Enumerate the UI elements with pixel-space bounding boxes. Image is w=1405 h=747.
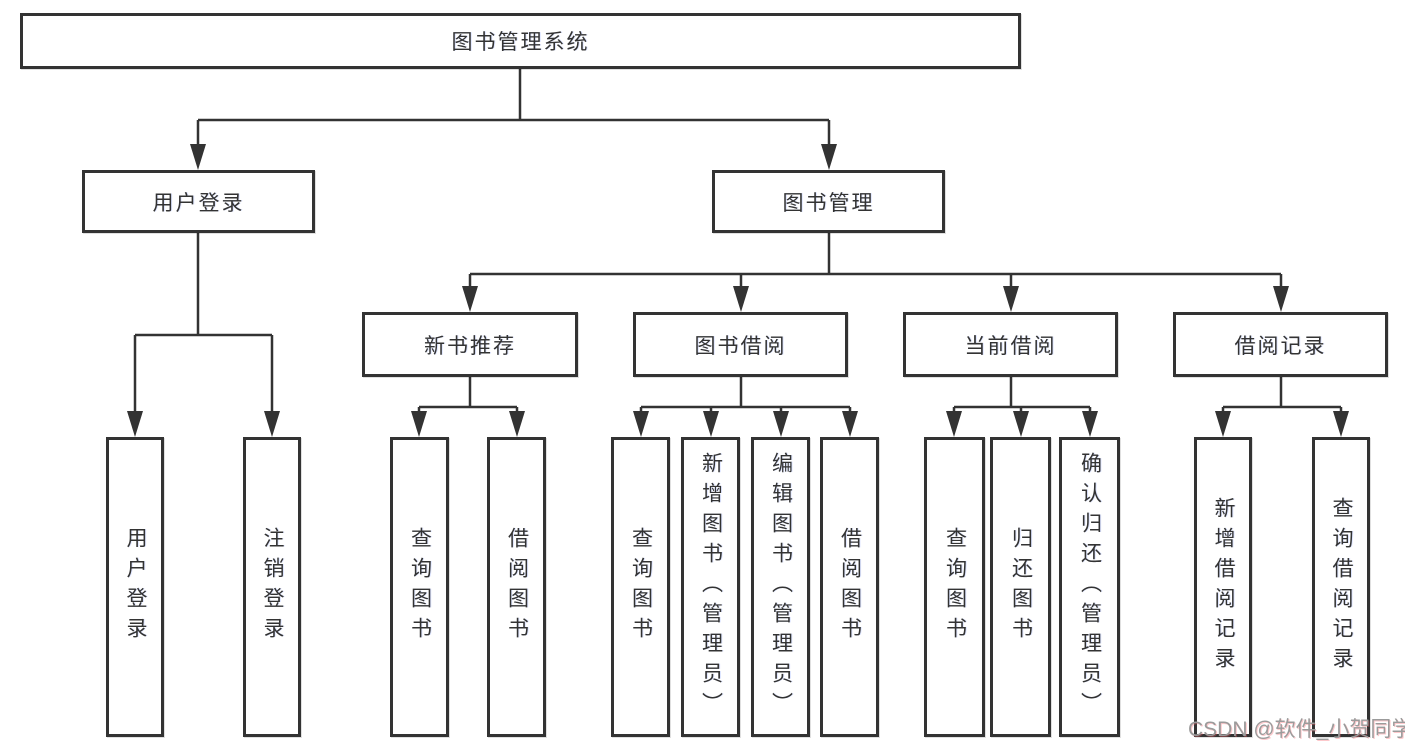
node-label: 归还图书 — [1009, 527, 1033, 647]
node-root-system: 图书管理系统 — [20, 13, 1021, 69]
leaf-borrow-books-borrowing: 借阅图书 — [820, 437, 879, 737]
node-label: 图书借阅 — [694, 334, 787, 358]
node-new-book-recommend: 新书推荐 — [362, 312, 578, 377]
leaf-query-books-current: 查询图书 — [924, 437, 985, 737]
node-label: 用户登录 — [124, 527, 147, 647]
leaf-borrow-books-recommend: 借阅图书 — [487, 437, 546, 737]
node-current-borrowing: 当前借阅 — [903, 312, 1118, 377]
node-label: 查询图书 — [408, 527, 432, 647]
node-label: 编辑图书（管理员） — [769, 452, 793, 722]
leaf-logout: 注销登录 — [243, 437, 301, 737]
leaf-query-books-recommend: 查询图书 — [390, 437, 449, 737]
node-borrow-records: 借阅记录 — [1173, 312, 1388, 377]
node-book-management: 图书管理 — [712, 170, 945, 233]
node-user-login-branch: 用户登录 — [82, 170, 315, 233]
node-label: 当前借阅 — [964, 334, 1057, 358]
leaf-query-borrow-record: 查询借阅记录 — [1312, 437, 1370, 737]
node-book-borrowing: 图书借阅 — [633, 312, 848, 377]
leaf-edit-book-admin: 编辑图书（管理员） — [751, 437, 810, 737]
node-label: 借阅记录 — [1234, 334, 1327, 358]
node-label: 新增图书（管理员） — [699, 452, 723, 722]
node-label: 查询借阅记录 — [1330, 497, 1353, 677]
leaf-query-books-borrowing: 查询图书 — [611, 437, 670, 737]
node-label: 新增借阅记录 — [1212, 497, 1235, 677]
leaf-add-borrow-record: 新增借阅记录 — [1194, 437, 1252, 737]
csdn-watermark: CSDN @软件_小贺同学 — [1188, 718, 1405, 741]
node-label: 图书管理 — [782, 191, 875, 215]
leaf-user-login: 用户登录 — [106, 437, 164, 737]
node-label: 新书推荐 — [424, 334, 516, 358]
node-label: 查询图书 — [629, 527, 653, 647]
leaf-return-book: 归还图书 — [990, 437, 1051, 737]
node-label: 借阅图书 — [505, 527, 529, 647]
arrowheads — [127, 144, 1349, 437]
leaf-confirm-return-admin: 确认归还（管理员） — [1059, 437, 1120, 737]
leaf-add-book-admin: 新增图书（管理员） — [681, 437, 740, 737]
node-label: 借阅图书 — [838, 527, 862, 647]
node-label: 确认归还（管理员） — [1078, 452, 1102, 722]
node-label: 用户登录 — [152, 191, 245, 215]
node-label: 图书管理系统 — [451, 31, 590, 54]
node-label: 查询图书 — [943, 527, 967, 647]
node-label: 注销登录 — [261, 527, 284, 647]
